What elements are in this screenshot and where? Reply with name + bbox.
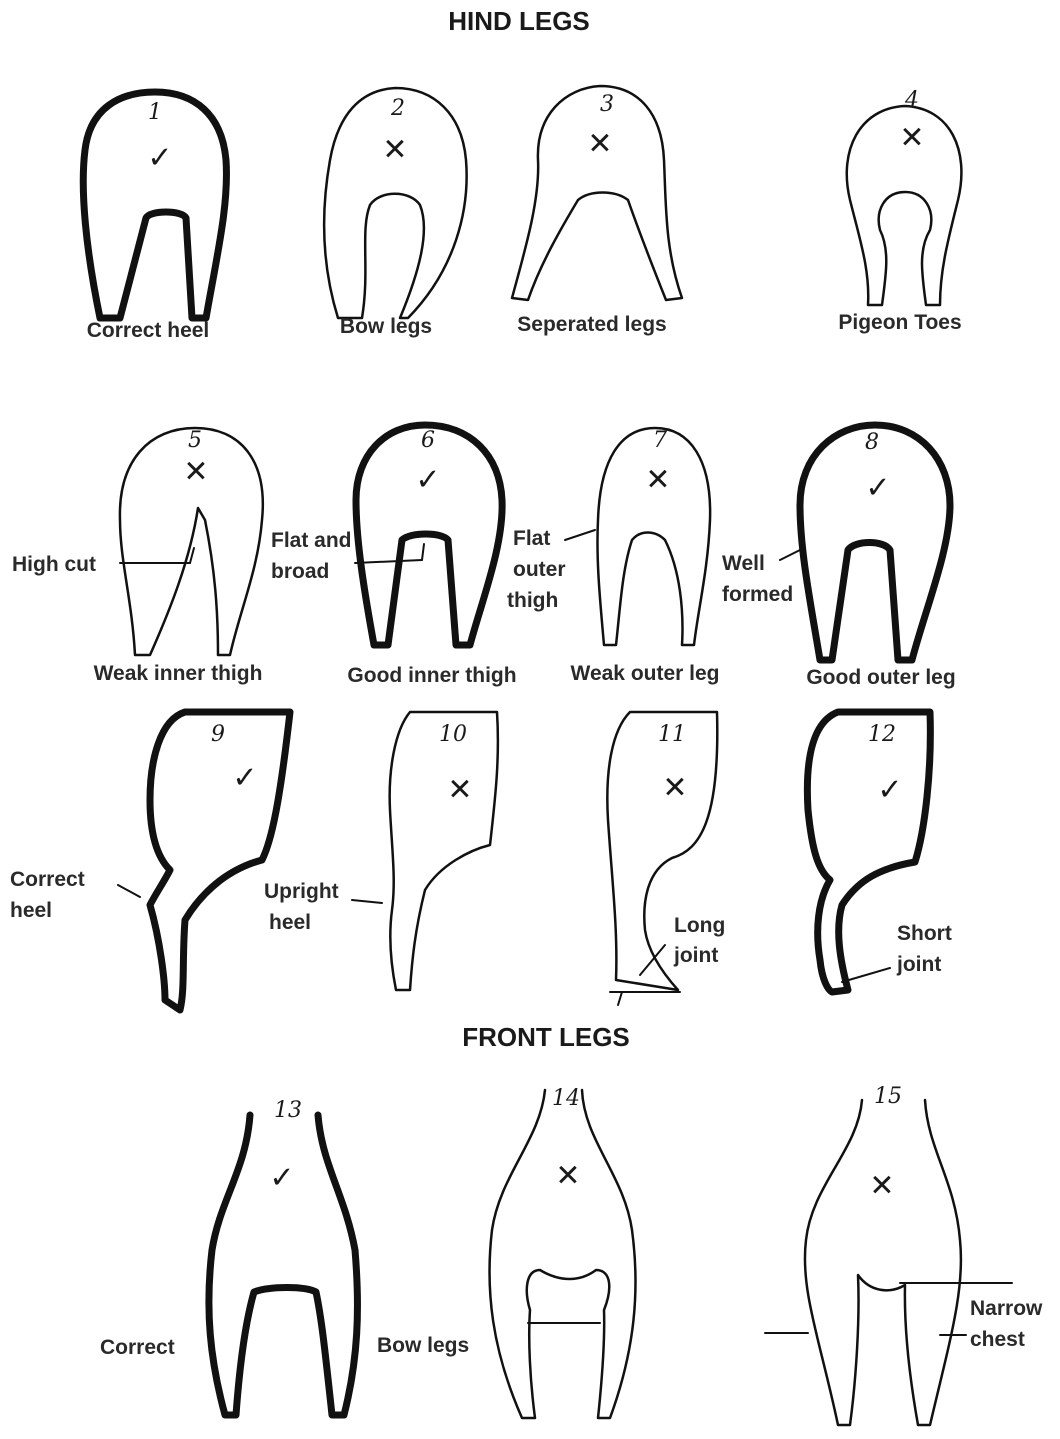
cross-mark-icon: ✕ (587, 127, 612, 162)
cross-mark-icon: ✕ (382, 133, 407, 168)
check-mark-icon: ✓ (269, 1161, 294, 1196)
annotation-chest: chest (970, 1325, 1025, 1355)
cross-mark-icon: ✕ (645, 463, 670, 498)
figure-number: 2 (391, 96, 405, 121)
check-mark-icon: ✓ (865, 471, 890, 506)
caption-correct-heel: Correct heel (87, 316, 210, 346)
annotation-bow-legs: Bow legs (377, 1331, 469, 1361)
cross-mark-icon: ✕ (555, 1159, 580, 1194)
figure-number: 3 (600, 92, 614, 117)
annotation-heel: heel (269, 908, 311, 938)
figure-1-outline (83, 92, 226, 318)
annotation-narrow: Narrow (970, 1294, 1042, 1324)
annotation-broad: broad (271, 557, 329, 587)
caption-seperated-legs: Seperated legs (517, 310, 666, 340)
caption-weak-inner-thigh: Weak inner thigh (94, 659, 263, 689)
figure-3-outline (512, 86, 682, 300)
figure-2-outline (324, 88, 466, 318)
annotation-correct-front: Correct (100, 1333, 175, 1363)
hind-legs-heading: HIND LEGS (448, 6, 590, 37)
caption-weak-outer-leg: Weak outer leg (571, 659, 720, 689)
annotation-upright: Upright (264, 877, 339, 907)
cross-mark-icon: ✕ (662, 771, 687, 806)
caption-good-outer-leg: Good outer leg (806, 663, 955, 693)
figure-number: 15 (874, 1084, 902, 1109)
annotation-well: Well (722, 549, 765, 579)
cross-mark-icon: ✕ (869, 1169, 894, 1204)
annotation-correct: Correct (10, 865, 85, 895)
figure-number: 1 (148, 100, 162, 125)
annotation-joint: joint (897, 950, 941, 980)
annotation-flat: Flat (513, 524, 550, 554)
figure-10-outline (390, 712, 498, 990)
annotation-flat-and: Flat and (271, 526, 352, 556)
check-mark-icon: ✓ (415, 463, 440, 498)
annotation-high-cut: High cut (12, 550, 96, 580)
figure-6-outline (356, 425, 502, 645)
annotation-formed: formed (722, 580, 793, 610)
caption-pigeon-toes: Pigeon Toes (838, 308, 961, 338)
cross-mark-icon: ✕ (447, 773, 472, 808)
front-legs-heading: FRONT LEGS (462, 1022, 630, 1053)
check-mark-icon: ✓ (147, 141, 172, 176)
figure-number: 12 (868, 722, 896, 747)
figure-8-outline (800, 425, 950, 660)
figure-number: 7 (653, 428, 667, 453)
caption-good-inner-thigh: Good inner thigh (347, 661, 516, 691)
annotation-short: Short (897, 919, 952, 949)
annotation-long: Long (674, 911, 725, 941)
caption-bow-legs: Bow legs (340, 312, 432, 342)
figure-number: 5 (188, 428, 202, 453)
figure-7-outline (597, 428, 710, 645)
cross-mark-icon: ✕ (183, 455, 208, 490)
cross-mark-icon: ✕ (899, 121, 924, 156)
figure-number: 10 (439, 722, 467, 747)
annotation-heel: heel (10, 896, 52, 926)
annotation-thigh: thigh (507, 586, 558, 616)
figure-9-outline (150, 712, 290, 1010)
check-mark-icon: ✓ (232, 761, 257, 796)
annotation-joint: joint (674, 941, 718, 971)
figure-number: 11 (658, 722, 686, 747)
figure-number: 6 (421, 428, 435, 453)
check-mark-icon: ✓ (877, 773, 902, 808)
figure-number: 9 (211, 722, 225, 747)
figure-number: 13 (274, 1098, 302, 1123)
figure-number: 14 (552, 1086, 580, 1111)
figure-15-outline (805, 1100, 961, 1425)
annotation-outer: outer (513, 555, 566, 585)
figure-number: 4 (905, 88, 919, 113)
figure-number: 8 (865, 430, 879, 455)
figure-14-outline (490, 1090, 636, 1418)
